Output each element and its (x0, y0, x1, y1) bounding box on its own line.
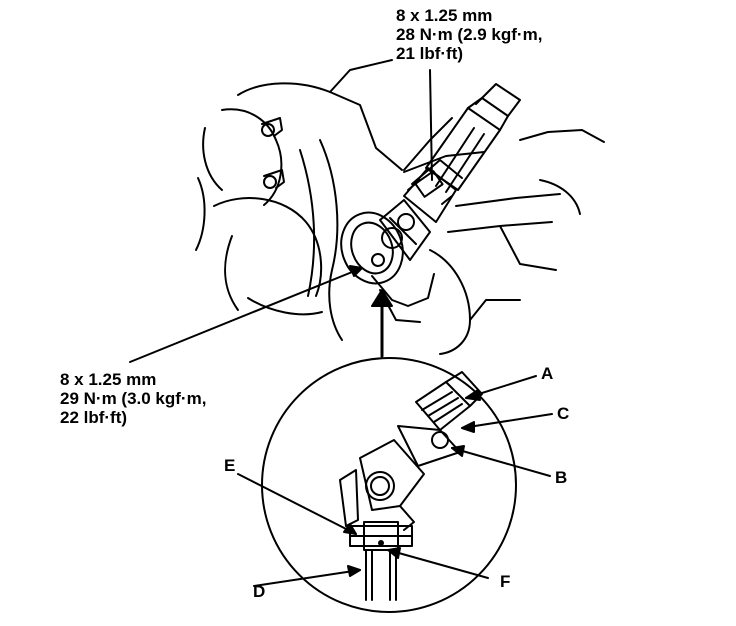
label-a: A (541, 364, 554, 383)
leader-f-arrowhead (387, 547, 401, 559)
lower-bolt-size: 8 x 1.25 mm (60, 370, 157, 389)
leader-e (237, 473, 357, 535)
leader-d (253, 569, 361, 587)
upper-callout-leader (429, 69, 433, 181)
label-f: F (500, 572, 511, 591)
leader-c (461, 413, 553, 429)
lower-torque-callout: 8 x 1.25 mm 29 N·m (3.0 kgf·m, 22 lbf·ft… (60, 370, 206, 427)
detail-shaft-assembly (339, 371, 483, 601)
leader-c-arrowhead (461, 421, 475, 433)
upper-bolt-size: 8 x 1.25 mm (396, 6, 493, 25)
label-c: C (557, 404, 570, 423)
lower-torque-nm: 29 N·m (3.0 kgf·m, (60, 389, 207, 408)
upper-joint (403, 159, 463, 223)
detail-arrow (371, 289, 393, 358)
label-d: D (253, 582, 266, 601)
lower-torque-lbf: 22 lbf·ft) (60, 408, 128, 427)
leader-b-arrowhead (451, 445, 465, 457)
vehicle-body-outline (195, 59, 605, 355)
leader-d-arrowhead (347, 565, 361, 577)
lower-callout-leader (129, 267, 363, 363)
leader-f (387, 549, 489, 579)
upper-torque-lbf: 21 lbf·ft) (396, 44, 464, 63)
label-b: B (555, 468, 568, 487)
leader-e-arrowhead (343, 523, 357, 535)
upper-torque-nm: 28 N·m (2.9 kgf·m, (396, 25, 543, 44)
upper-torque-callout: 8 x 1.25 mm 28 N·m (2.9 kgf·m, 21 lbf·ft… (396, 6, 542, 63)
leader-a-arrowhead (465, 389, 481, 401)
mounting-studs (261, 117, 285, 189)
label-e: E (224, 456, 236, 475)
detail-magnifier (261, 357, 517, 613)
lower-callout-arrowhead (349, 265, 363, 277)
steering-shaft (425, 83, 521, 193)
leader-b (451, 447, 551, 477)
